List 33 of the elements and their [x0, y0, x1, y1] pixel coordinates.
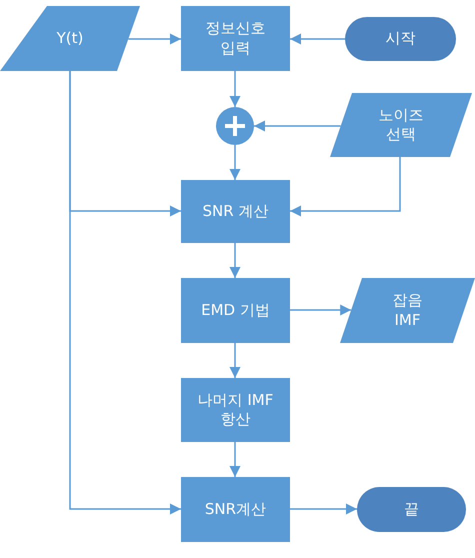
connector-arrow [290, 504, 357, 514]
step-label: 노이즈 선택 [378, 106, 424, 144]
process-box [181, 278, 290, 343]
terminal-pill [357, 487, 466, 532]
connector-arrow [230, 145, 240, 180]
summing-junction-circle [216, 107, 254, 145]
step-label: 잡음 IMF [392, 291, 424, 330]
step-label: 정보신호 입력 [204, 19, 266, 58]
input-output-parallelogram [340, 278, 475, 343]
connector-arrow [254, 120, 341, 132]
step-label: EMD 기법 [201, 300, 270, 320]
connector-arrow [290, 34, 345, 44]
terminal-label: 끝 [404, 500, 419, 520]
step-label: SNR 계산 [202, 202, 268, 222]
input-output-parallelogram [0, 6, 140, 71]
step-label: SNR계산 [204, 500, 266, 520]
step-label: 나머지 IMF 항산 [196, 390, 274, 430]
connector-arrow [128, 34, 181, 44]
connector-arrow [230, 343, 240, 378]
input-output-parallelogram [330, 93, 472, 157]
process-box [181, 180, 290, 243]
step-label: Y(t) [56, 28, 84, 48]
connector-arrow [69, 71, 181, 514]
connector-arrow [290, 157, 401, 216]
terminal-label: 시작 [386, 29, 416, 49]
terminal-pill [345, 17, 456, 61]
process-box [181, 6, 290, 71]
process-box [181, 378, 290, 442]
connector-arrow [290, 304, 352, 316]
connector-arrow [230, 442, 240, 477]
connector-arrow [230, 243, 240, 278]
process-box [181, 477, 290, 542]
connector-arrow [230, 71, 240, 107]
